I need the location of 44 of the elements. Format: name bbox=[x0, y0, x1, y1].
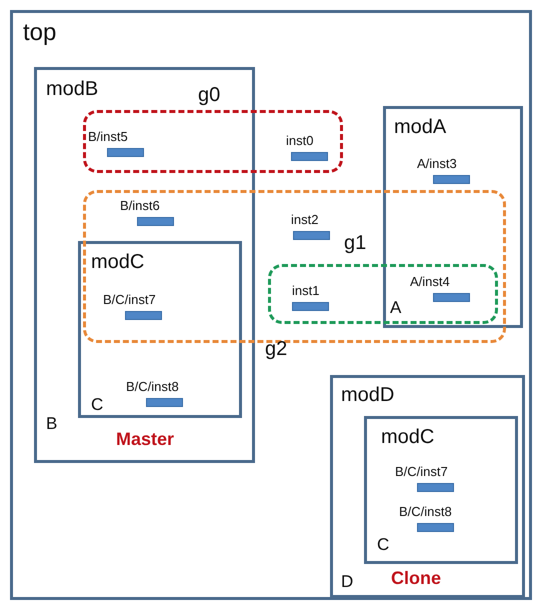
group-label: g2 bbox=[265, 338, 288, 361]
module-label: modB bbox=[46, 78, 98, 101]
instance-bar bbox=[417, 523, 454, 532]
corner-letter: C bbox=[377, 535, 390, 555]
instance-bar bbox=[433, 293, 470, 302]
module-box bbox=[330, 375, 525, 598]
instance-label: inst1 bbox=[292, 284, 320, 299]
instance-label: A/inst4 bbox=[410, 275, 450, 290]
corner-letter: A bbox=[390, 298, 402, 318]
module-box bbox=[383, 106, 523, 328]
instance-label: B/C/inst8 bbox=[399, 505, 452, 520]
instance-bar bbox=[292, 302, 329, 311]
instance-label: inst0 bbox=[286, 134, 314, 149]
role-label: Clone bbox=[391, 568, 442, 589]
instance-bar bbox=[125, 311, 162, 320]
instance-label: B/C/inst7 bbox=[395, 465, 448, 480]
module-label: modC bbox=[381, 426, 434, 449]
group-label: g1 bbox=[344, 232, 366, 255]
instance-bar bbox=[417, 483, 454, 492]
instance-bar bbox=[137, 217, 174, 226]
instance-label: inst2 bbox=[291, 213, 318, 228]
module-box bbox=[78, 241, 242, 418]
module-box bbox=[34, 67, 255, 463]
corner-letter: B bbox=[46, 414, 58, 434]
instance-label: B/C/inst8 bbox=[126, 380, 179, 395]
module-label: modC bbox=[91, 251, 144, 274]
module-box bbox=[10, 10, 532, 600]
group-label: g0 bbox=[198, 84, 220, 107]
instance-bar bbox=[291, 152, 328, 161]
module-label: top bbox=[23, 19, 56, 47]
instance-bar bbox=[293, 231, 330, 240]
instance-bar bbox=[146, 398, 183, 407]
module-box bbox=[364, 416, 518, 564]
instance-bar bbox=[107, 148, 144, 157]
instance-label: B/inst6 bbox=[120, 199, 160, 214]
module-label: modD bbox=[341, 384, 394, 407]
role-label: Master bbox=[116, 429, 174, 450]
corner-letter: C bbox=[91, 395, 104, 415]
instance-label: A/inst3 bbox=[417, 157, 457, 172]
instance-label: B/C/inst7 bbox=[103, 293, 156, 308]
module-label: modA bbox=[394, 116, 446, 139]
instance-label: B/inst5 bbox=[88, 130, 128, 145]
corner-letter: D bbox=[341, 572, 354, 592]
instance-bar bbox=[433, 175, 470, 184]
